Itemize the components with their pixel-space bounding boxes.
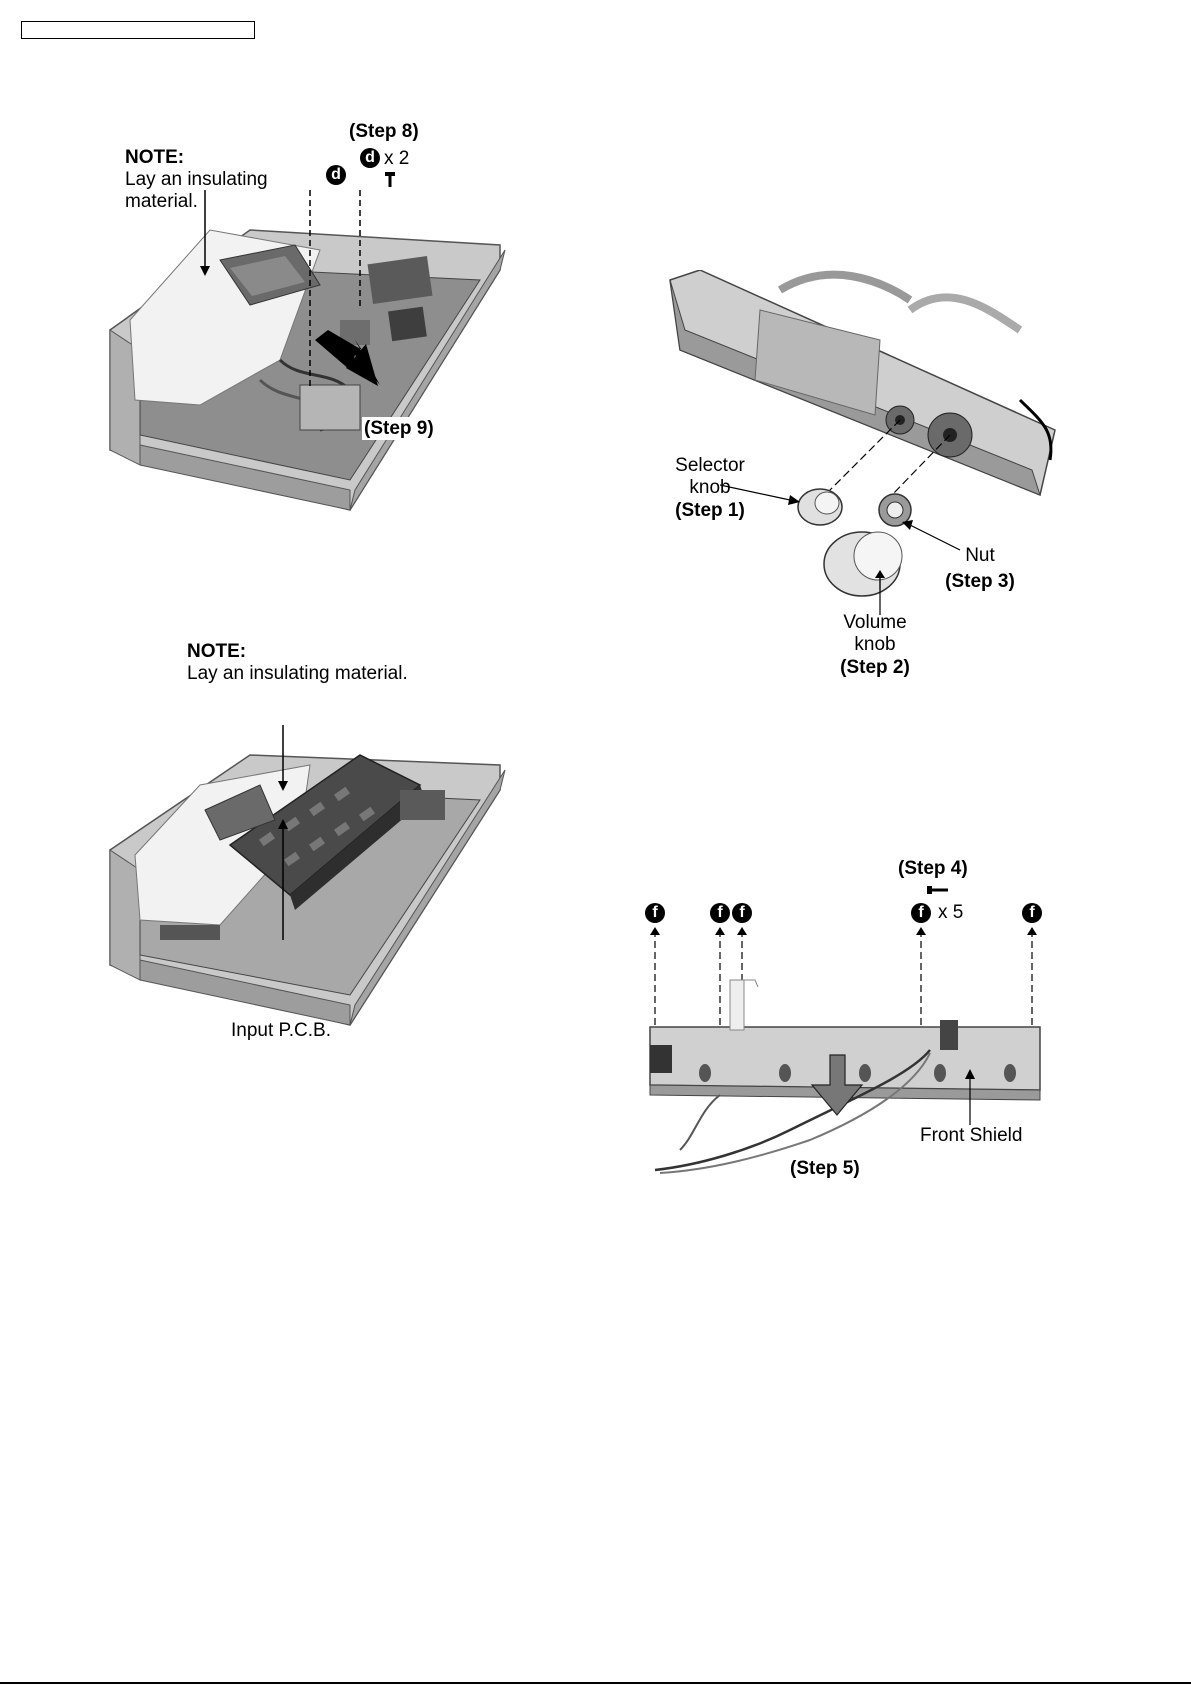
volume-knob-label-1: Volume: [830, 612, 920, 633]
volume-knob-label-2: knob: [830, 634, 920, 655]
fig1-screw-count: x 2: [384, 148, 409, 169]
fig4-screw-f-badge-5: f: [1022, 903, 1042, 923]
bottom-rule: [0, 1682, 1191, 1684]
chassis-figure-2: [100, 725, 520, 1035]
fig3-note-title: NOTE:: [187, 641, 246, 662]
fig1-note-line2: material.: [125, 191, 198, 212]
volume-arrow: [875, 570, 885, 615]
screw-icon: [384, 172, 396, 188]
chassis-figure-1: [100, 190, 520, 520]
nut-label: Nut: [945, 545, 1015, 566]
fig1-note-line1: Lay an insulating: [125, 169, 268, 190]
fig1-step9: (Step 9): [362, 417, 436, 440]
selector-knob-step: (Step 1): [665, 500, 755, 521]
fig1-screw-d-badge-left: d: [326, 165, 346, 185]
nut-step: (Step 3): [935, 571, 1025, 592]
fig4-screw-count: x 5: [938, 902, 963, 923]
fig3-note-line: Lay an insulating material.: [187, 663, 408, 684]
fig4-screw-f-badge-3: f: [732, 903, 752, 923]
fig1-step8: (Step 8): [349, 121, 419, 142]
input-pcb-label: Input P.C.B.: [231, 1020, 331, 1041]
selector-knob-label-1: Selector: [665, 455, 755, 476]
fig1-screw-d-badge-right: d: [360, 148, 380, 168]
front-shield-label: Front Shield: [920, 1125, 1022, 1146]
fig4-step4: (Step 4): [898, 858, 968, 879]
fig4-screw-f-badge-2: f: [710, 903, 730, 923]
fig4-screw-f-badge-1: f: [645, 903, 665, 923]
fig4-step5: (Step 5): [790, 1158, 860, 1179]
screw-icon: [927, 885, 949, 895]
fig4-screw-f-badge-4: f: [911, 903, 931, 923]
fig1-note-title: NOTE:: [125, 147, 184, 168]
selector-knob-label-2: knob: [665, 477, 755, 498]
volume-knob-step: (Step 2): [825, 657, 925, 678]
header-box: [21, 21, 255, 39]
